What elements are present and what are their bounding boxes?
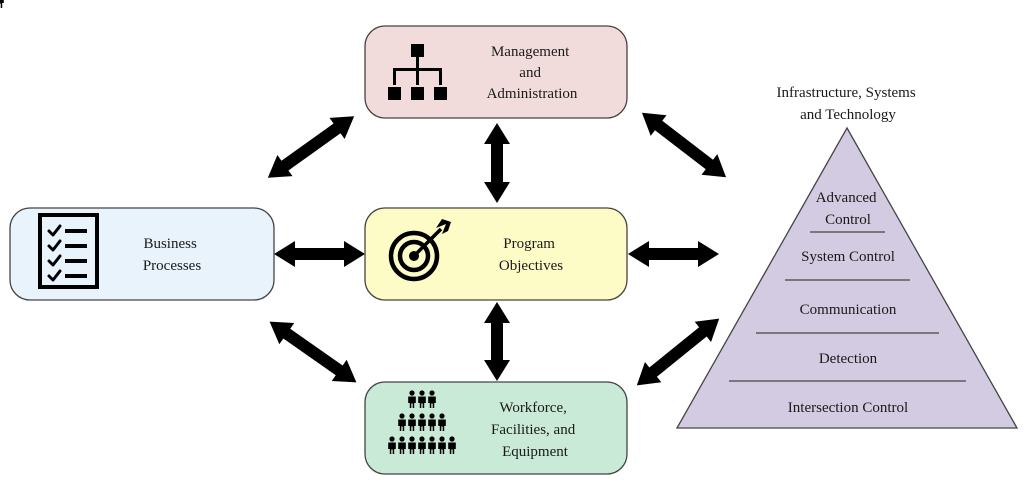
arrow-business-program bbox=[274, 241, 365, 267]
business-label-line: Processes bbox=[143, 258, 201, 274]
person-figure bbox=[0, 0, 4, 8]
pyramid-level-4: Detection bbox=[819, 351, 878, 367]
pyramid-title-line: Infrastructure, Systems bbox=[777, 85, 916, 101]
business-label: Business Processes bbox=[143, 236, 201, 274]
management-label-line: and bbox=[519, 65, 541, 81]
business-node: Business Processes bbox=[9, 207, 275, 301]
pyramid-dividers bbox=[729, 231, 966, 382]
org-chart-icon bbox=[388, 44, 447, 100]
pyramid-title: Infrastructure, Systems and Technology bbox=[777, 85, 920, 123]
infrastructure-pyramid: Infrastructure, Systems and Technology A… bbox=[675, 85, 1019, 429]
pyramid-level-line: Communication bbox=[800, 302, 897, 318]
workforce-node: Workforce, Facilities, and Equipment bbox=[0, 0, 628, 475]
program-label-line: Objectives bbox=[499, 258, 563, 274]
program-label: Program Objectives bbox=[499, 236, 563, 274]
management-node: Management and Administration bbox=[364, 25, 628, 119]
program-label-line: Program bbox=[503, 236, 555, 252]
pyramid-title-line: and Technology bbox=[800, 107, 896, 123]
management-label: Management and Administration bbox=[487, 44, 578, 102]
arrow-business-management bbox=[267, 116, 355, 178]
checklist-icon bbox=[38, 213, 99, 289]
business-label-line: Business bbox=[143, 236, 197, 252]
pyramid-shape bbox=[675, 126, 1019, 429]
workforce-label-line: Facilities, and bbox=[491, 422, 576, 438]
arrow-program-pyramid bbox=[628, 241, 719, 267]
pyramid-level-line: Detection bbox=[819, 351, 878, 367]
arrow-business-workforce bbox=[269, 321, 357, 383]
program-box bbox=[364, 207, 628, 301]
pyramid-level-5: Intersection Control bbox=[788, 400, 908, 416]
program-node: Program Objectives bbox=[364, 207, 628, 301]
arrow-workforce-pyramid bbox=[636, 318, 720, 386]
people-group-icon bbox=[0, 0, 456, 454]
pyramid-level-3: Communication bbox=[800, 302, 897, 318]
target-icon bbox=[388, 219, 451, 282]
workforce-label-line: Workforce, bbox=[499, 400, 567, 416]
management-label-line: Administration bbox=[487, 86, 578, 102]
workforce-label-line: Equipment bbox=[502, 444, 569, 460]
pyramid-level-line: Advanced bbox=[816, 190, 877, 206]
management-box bbox=[364, 25, 628, 119]
connector-arrows bbox=[267, 112, 727, 386]
management-label-line: Management bbox=[491, 44, 570, 60]
pyramid-level-line: Intersection Control bbox=[788, 400, 908, 416]
arrow-management-program bbox=[484, 123, 510, 203]
pyramid-level-1: Advanced Control bbox=[816, 190, 881, 228]
workforce-label: Workforce, Facilities, and Equipment bbox=[491, 400, 579, 460]
pyramid-level-line: Control bbox=[825, 212, 871, 228]
pyramid-level-2: System Control bbox=[801, 249, 895, 265]
pyramid-level-line: System Control bbox=[801, 249, 895, 265]
arrow-program-workforce bbox=[484, 302, 510, 381]
arrow-management-pyramid bbox=[641, 112, 727, 178]
